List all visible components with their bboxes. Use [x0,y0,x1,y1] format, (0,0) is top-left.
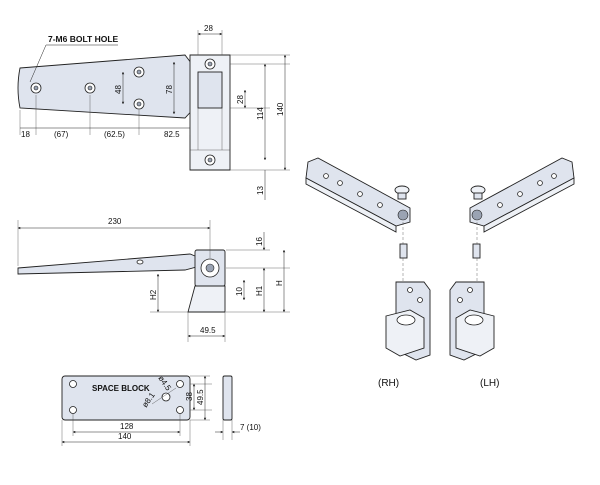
bolt-holes [30,58,216,166]
dim-49-5: 49.5 [200,326,216,335]
rh-pivot [397,209,409,221]
hinge-arm-side [17,253,201,275]
pivot-center [205,263,215,273]
lh-arm-hole [551,173,557,179]
rh-cap-stem [397,192,407,200]
dim-13: 13 [256,186,265,195]
dim-230: 230 [108,217,122,226]
hinge-base-side [187,285,226,313]
dim-82-5: 82.5 [164,130,180,139]
dim-18: 18 [21,130,30,139]
bolt-hole-center [33,85,39,91]
lh-bracket-hole [464,314,484,326]
leader-line [151,387,177,405]
dim-38: 38 [185,392,194,401]
top-view: 7-M6 BOLT HOLE 28 48 78 28 114 140 13 1 [17,24,290,200]
lh-label: (LH) [480,378,499,389]
lh-arm-hole [537,180,543,186]
block-hole [69,406,77,414]
block-hole [176,406,184,414]
dim-48: 48 [114,85,123,94]
rh-bracket-screw [407,287,413,293]
dim-h1: H1 [255,285,264,296]
dim-28-top: 28 [204,24,213,33]
lh-arm-face [483,177,575,233]
rh-bracket-hole [396,314,416,326]
dim-62-5: (62.5) [104,130,125,139]
dim-h: H [275,280,284,286]
dim-78: 78 [165,85,174,94]
rh-label: (RH) [378,378,399,389]
rh-arm-face [305,177,397,233]
dim-67: (67) [54,130,69,139]
bolt-hole-center [207,157,213,163]
block-center-hole [161,392,171,402]
space-block-label: SPACE BLOCK [92,384,150,393]
dim-114: 114 [256,107,265,120]
side-view: 230 16 H2 10 H1 H 49.5 [17,217,290,342]
bolt-hole-label: 7-M6 BOLT HOLE [48,34,119,44]
bolt-hole-center [207,61,213,67]
rh-arm-hole [377,202,383,208]
rh-arm-hole [323,173,329,179]
dim-16: 16 [255,237,264,246]
dim-140: 140 [276,102,285,116]
rh-bracket-screw [417,297,423,303]
dim-h2: H2 [149,289,158,300]
dim-49-5-block: 49.5 [196,389,205,405]
rh-arm-hole [337,180,343,186]
dim-7-10: 7 (10) [240,423,261,432]
dim-140-block: 140 [118,432,132,441]
lh-pin [472,243,481,259]
space-block-plate [61,375,191,421]
rh-arm-hole [357,191,363,197]
bolt-hole-center [87,85,93,91]
dim-10: 10 [235,287,244,296]
block-hole [176,380,184,388]
lh-arm-hole [517,191,523,197]
lh-isometric-view: (LH) [449,157,575,389]
rh-pin [399,243,408,259]
dim-128: 128 [120,422,134,431]
hinge-knuckle-top [197,71,223,109]
space-block-side [222,375,233,421]
lh-bracket-screw [467,287,473,293]
lh-cap-stem [473,192,483,200]
rh-isometric-view: (RH) [305,157,431,389]
bolt-hole-center [136,101,142,107]
bolt-hole-leader [29,44,47,83]
arm-hole [136,259,144,265]
block-hole [69,380,77,388]
bolt-hole-center [136,69,142,75]
dim-28-right: 28 [236,95,245,104]
lh-arm-hole [497,202,503,208]
space-block-view: SPACE BLOCK ø4.5 ø8.1 38 49.5 128 140 7 … [61,374,261,446]
lh-bracket-screw [457,297,463,303]
lh-pivot [471,209,483,221]
